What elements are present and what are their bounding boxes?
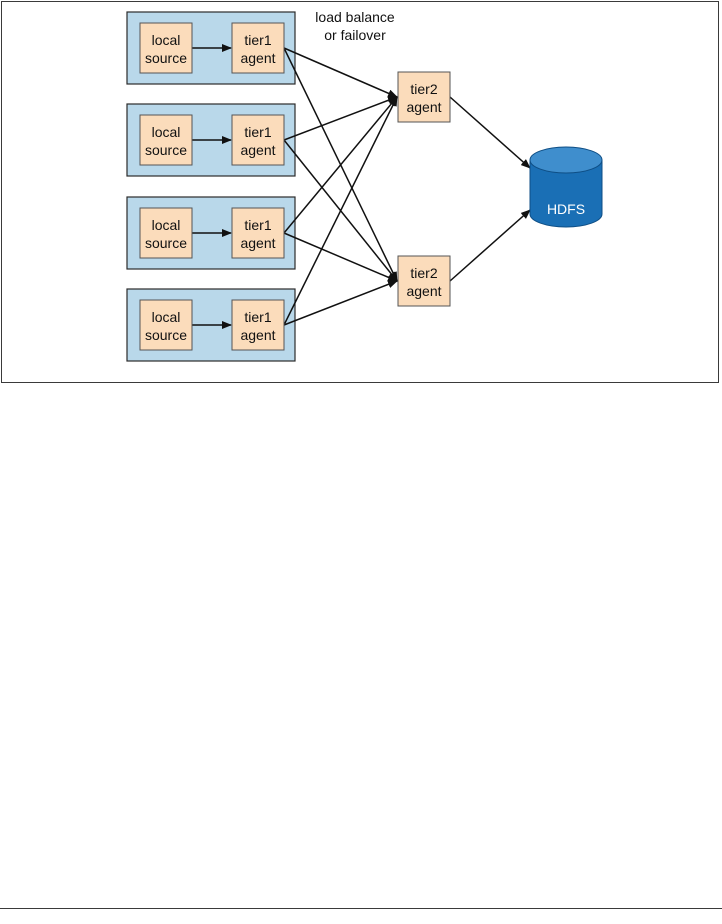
nodes-layer: local source tier1 agent local source tier1 age… [139,22,603,351]
group-3-local-source-node-label-line-1: local [152,309,181,325]
figure-frame: local source tier1 agent local source tier1 age… [1,1,719,383]
edge-group-2-agent-to-tier2-1 [283,232,398,282]
group-0-local-source-node-label-line-2: source [145,50,187,66]
group-1-tier1-agent-node-label-line-2: agent [240,142,275,158]
annotation-line-1: load balance [315,9,395,25]
page-footer-rule [0,908,722,909]
group-1-tier1-agent-node [231,114,285,166]
group-0-tier1-agent-node [231,22,285,74]
group-3-tier1-agent-node-label-line-1: tier1 [244,309,271,325]
architecture-diagram: local source tier1 agent local source tier1 age… [126,9,603,362]
tier2-agent-node-1-label-line-2: agent [406,283,441,299]
group-2-local-source-node-label-line-1: local [152,217,181,233]
labels-layer: load balance or failover [315,9,395,43]
edges-layer [192,44,531,329]
tier2-agent-node-0-label-line-2: agent [406,99,441,115]
group-2-tier1-agent-node-label-line-1: tier1 [244,217,271,233]
annotation-line-2: or failover [324,27,386,43]
group-0-local-source-node [139,22,193,74]
group-1-local-source-node [139,114,193,166]
edge-tier2-0-to-sink [449,96,531,169]
tier2-agent-node-1 [397,255,451,307]
edge-tier2-1-to-sink [449,209,531,282]
group-3-local-source-node [139,299,193,351]
group-2-tier1-agent-node-label-line-2: agent [240,235,275,251]
tier2-agent-node-0-label-line-1: tier2 [410,81,437,97]
hdfs-cylinder-body [529,159,603,228]
group-1-local-source-node-label-line-2: source [145,142,187,158]
group-3-local-source-node-label-line-2: source [145,327,187,343]
group-2-local-source-node-label-line-2: source [145,235,187,251]
edge-group-3-agent-to-tier2-0 [283,96,398,326]
group-1-tier1-agent-node-label-line-1: tier1 [244,124,271,140]
edge-group-0-agent-to-tier2-0 [283,47,398,98]
group-1-local-source-node-label-line-1: local [152,124,181,140]
group-0-tier1-agent-node-label-line-2: agent [240,50,275,66]
group-3-tier1-agent-node-label-line-2: agent [240,327,275,343]
edge-group-1-agent-to-tier2-0 [283,96,398,141]
group-0-tier1-agent-node-label-line-1: tier1 [244,32,271,48]
tier2-agent-node-1-label-line-1: tier2 [410,265,437,281]
edge-group-3-agent-to-tier2-1 [283,280,398,326]
edge-group-2-agent-to-tier2-0 [283,96,398,234]
group-2-tier1-agent-node [231,207,285,259]
group-2-local-source-node [139,207,193,259]
hdfs-cylinder-top [529,146,603,174]
tier2-agent-node-0 [397,71,451,123]
group-0-local-source-node-label-line-1: local [152,32,181,48]
hdfs-label: HDFS [547,201,585,217]
group-3-tier1-agent-node [231,299,285,351]
